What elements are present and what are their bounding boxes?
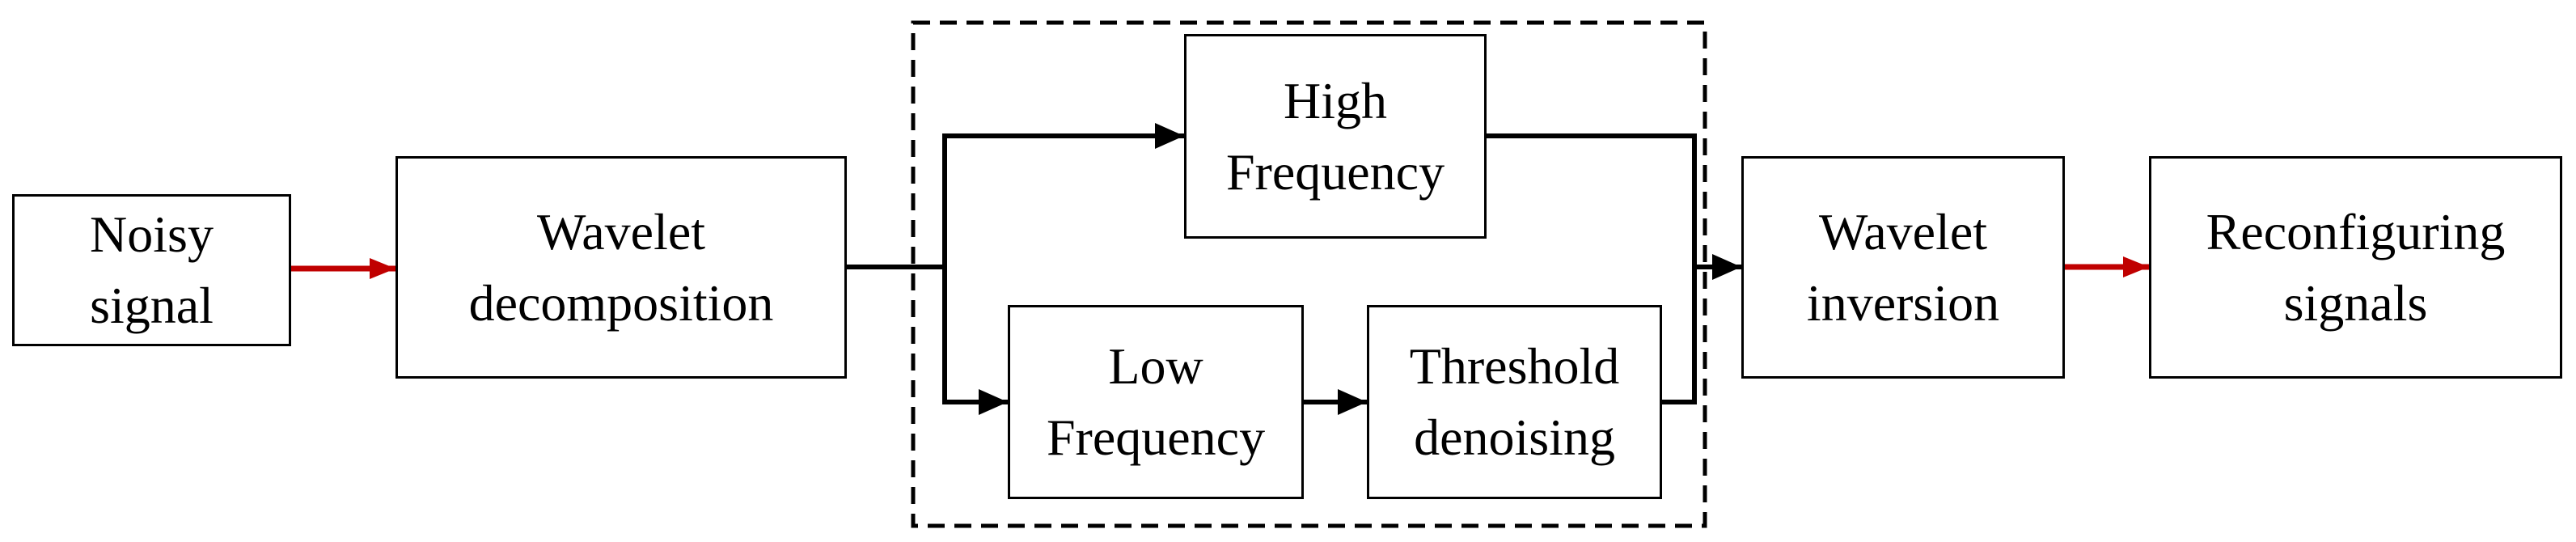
node-label-line: Frequency: [1046, 409, 1266, 466]
dashed-group-border: [911, 20, 1707, 528]
node-label-line: Low: [1108, 337, 1203, 395]
node-label-line: Reconfiguring: [2206, 202, 2506, 260]
node-wavelet-inversion: Wavelet inversion: [1741, 156, 2065, 379]
node-threshold-denoising: Threshold denoising: [1367, 305, 1662, 499]
node-wavelet-decomposition: Wavelet decomposition: [395, 156, 847, 379]
node-label-line: decomposition: [468, 273, 774, 332]
node-label-line: signal: [90, 277, 214, 334]
node-label-line: Wavelet: [536, 202, 706, 260]
node-label-line: inversion: [1806, 273, 2000, 332]
node-label-line: signals: [2283, 273, 2428, 332]
node-label-line: Threshold: [1409, 337, 1620, 395]
node-label-line: Frequency: [1225, 142, 1445, 201]
node-low-frequency: Low Frequency: [1008, 305, 1304, 499]
node-label-line: Noisy: [90, 205, 214, 263]
node-reconfiguring-signals: Reconfiguring signals: [2149, 156, 2562, 379]
node-label-line: Wavelet: [1818, 202, 1988, 260]
node-label-line: denoising: [1414, 409, 1615, 466]
node-label-line: High: [1284, 71, 1387, 129]
node-noisy-signal: Noisy signal: [12, 194, 291, 346]
node-high-frequency: High Frequency: [1184, 34, 1487, 239]
